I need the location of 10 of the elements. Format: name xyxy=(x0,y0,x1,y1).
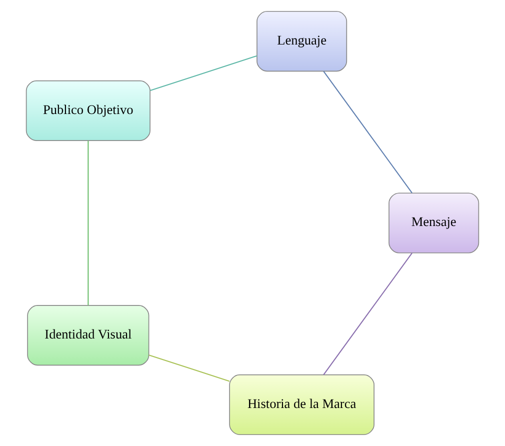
connector xyxy=(150,55,258,92)
node-box: Publico Objetivo xyxy=(26,80,150,141)
node-box: Historia de la Marca xyxy=(229,374,374,436)
connector xyxy=(88,140,89,306)
connector xyxy=(323,70,412,194)
connector xyxy=(323,252,412,375)
node-box: Identidad Visual xyxy=(27,305,150,366)
node-box: Mensaje xyxy=(388,192,480,254)
connector xyxy=(148,354,230,382)
node-box: Lenguaje xyxy=(256,10,348,72)
